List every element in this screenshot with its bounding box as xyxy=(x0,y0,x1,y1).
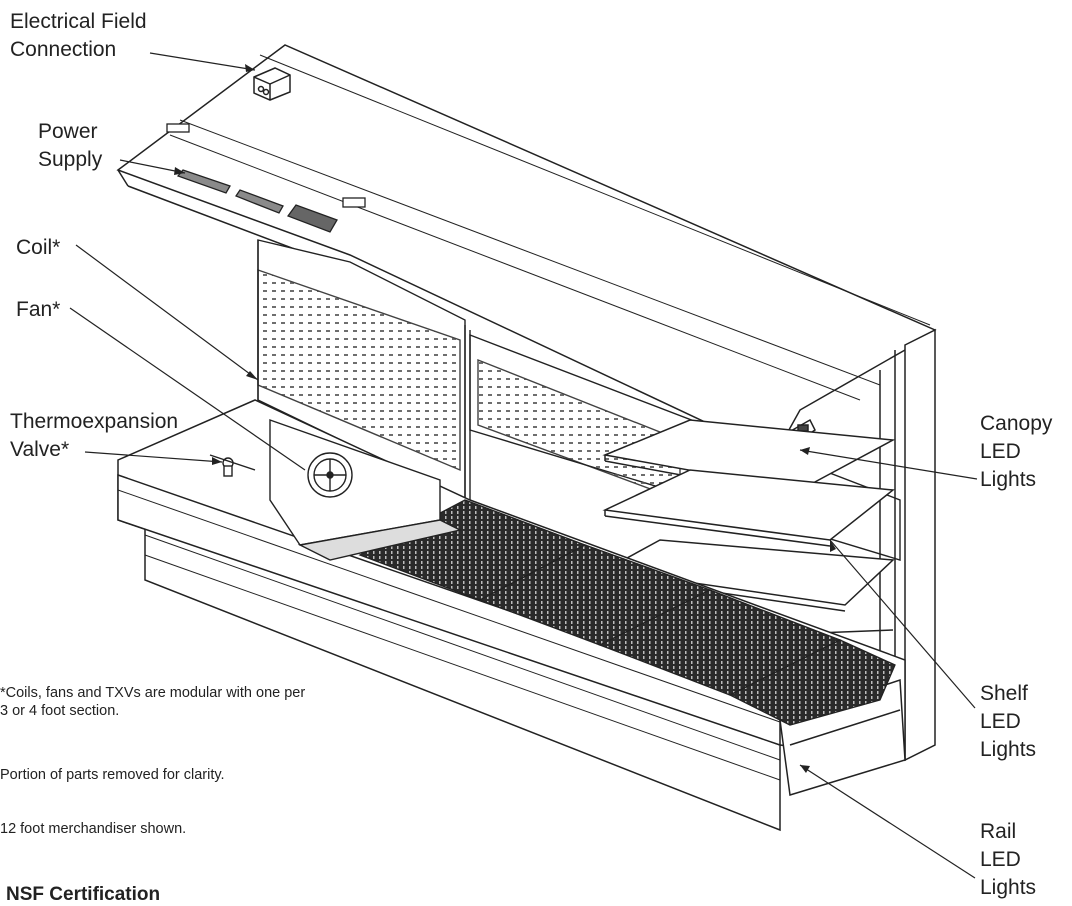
nsf-certification-heading: NSF Certification xyxy=(6,884,161,905)
leader-lines xyxy=(69,52,978,879)
valve xyxy=(209,454,256,477)
power-supplies xyxy=(166,123,366,233)
fan-label: Fan* xyxy=(16,298,61,321)
power-supply-label: Power Supply xyxy=(38,120,103,171)
rail-led-lights-label: Rail LED Lights xyxy=(980,820,1037,899)
merchandiser-note: 12 foot merchandiser shown. xyxy=(0,821,187,837)
canopy-led-lights-label: Canopy LED Lights xyxy=(980,412,1053,491)
leader-arrowheads xyxy=(174,64,836,773)
canopy-top xyxy=(116,44,937,456)
fan-housing xyxy=(269,419,463,561)
modular-note: *Coils, fans and TXVs are modular with o… xyxy=(0,685,306,719)
coil-label: Coil* xyxy=(16,236,61,259)
floor-grates xyxy=(358,499,896,726)
portion-note: Portion of parts removed for clarity. xyxy=(0,767,225,783)
thermoexpansion-valve-label: Thermoexpansion Valve* xyxy=(10,410,179,461)
shelf-led-lights-label: Shelf LED Lights xyxy=(980,682,1037,761)
electrical-field-connection-label: Electrical Field Connection xyxy=(10,10,147,61)
electrical-box xyxy=(253,67,291,101)
